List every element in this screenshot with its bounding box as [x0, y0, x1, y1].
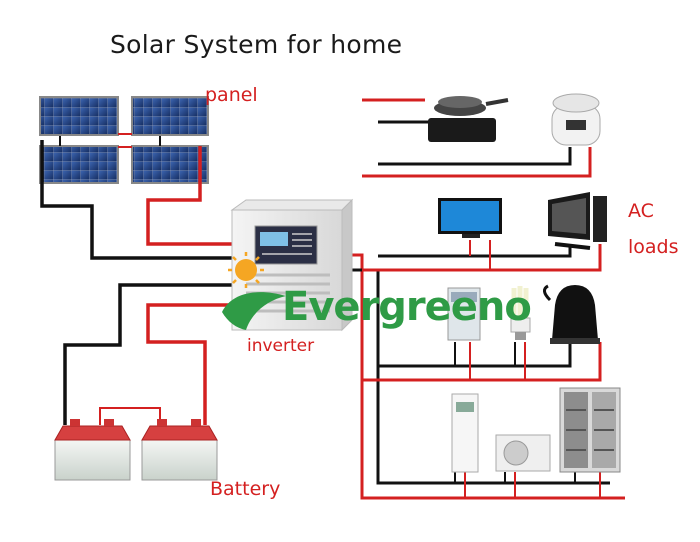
- battery-1: [54, 419, 131, 481]
- tv-icon: [438, 198, 502, 238]
- solar-panel-array: [39, 96, 209, 184]
- induction-cooker-icon: [428, 96, 509, 142]
- inverter-label: inverter: [247, 336, 315, 356]
- sun-icon: [228, 252, 264, 288]
- brand-watermark: Evergreeno: [282, 284, 532, 330]
- electric-kettle-icon: [543, 284, 600, 344]
- battery-bank: [54, 419, 218, 481]
- energy-saving-lamp-icon: [510, 286, 531, 340]
- diagram-title: Solar System for home: [110, 30, 403, 59]
- split-air-conditioner-icon: [495, 434, 551, 472]
- ac-loads-label-line1: AC: [628, 200, 654, 222]
- solar-panel-3: [39, 145, 119, 184]
- leaf-icon: [222, 292, 286, 330]
- rice-cooker-icon: [551, 93, 601, 146]
- battery-label: Battery: [210, 478, 281, 500]
- panel-label: panel: [205, 84, 258, 106]
- solar-panel-4: [131, 145, 209, 184]
- refrigerator-icon: [559, 387, 621, 473]
- battery-2: [141, 419, 218, 481]
- ac-loads-label-line2: loads: [628, 236, 679, 258]
- washing-machine-icon: [447, 287, 481, 341]
- desktop-computer-icon: [548, 192, 607, 250]
- evergreeno-logo: [222, 252, 286, 330]
- dc-wiring: [40, 140, 232, 425]
- solar-panel-2: [131, 96, 209, 136]
- floor-air-conditioner-icon: [451, 393, 479, 473]
- solar-panel-1: [39, 96, 119, 136]
